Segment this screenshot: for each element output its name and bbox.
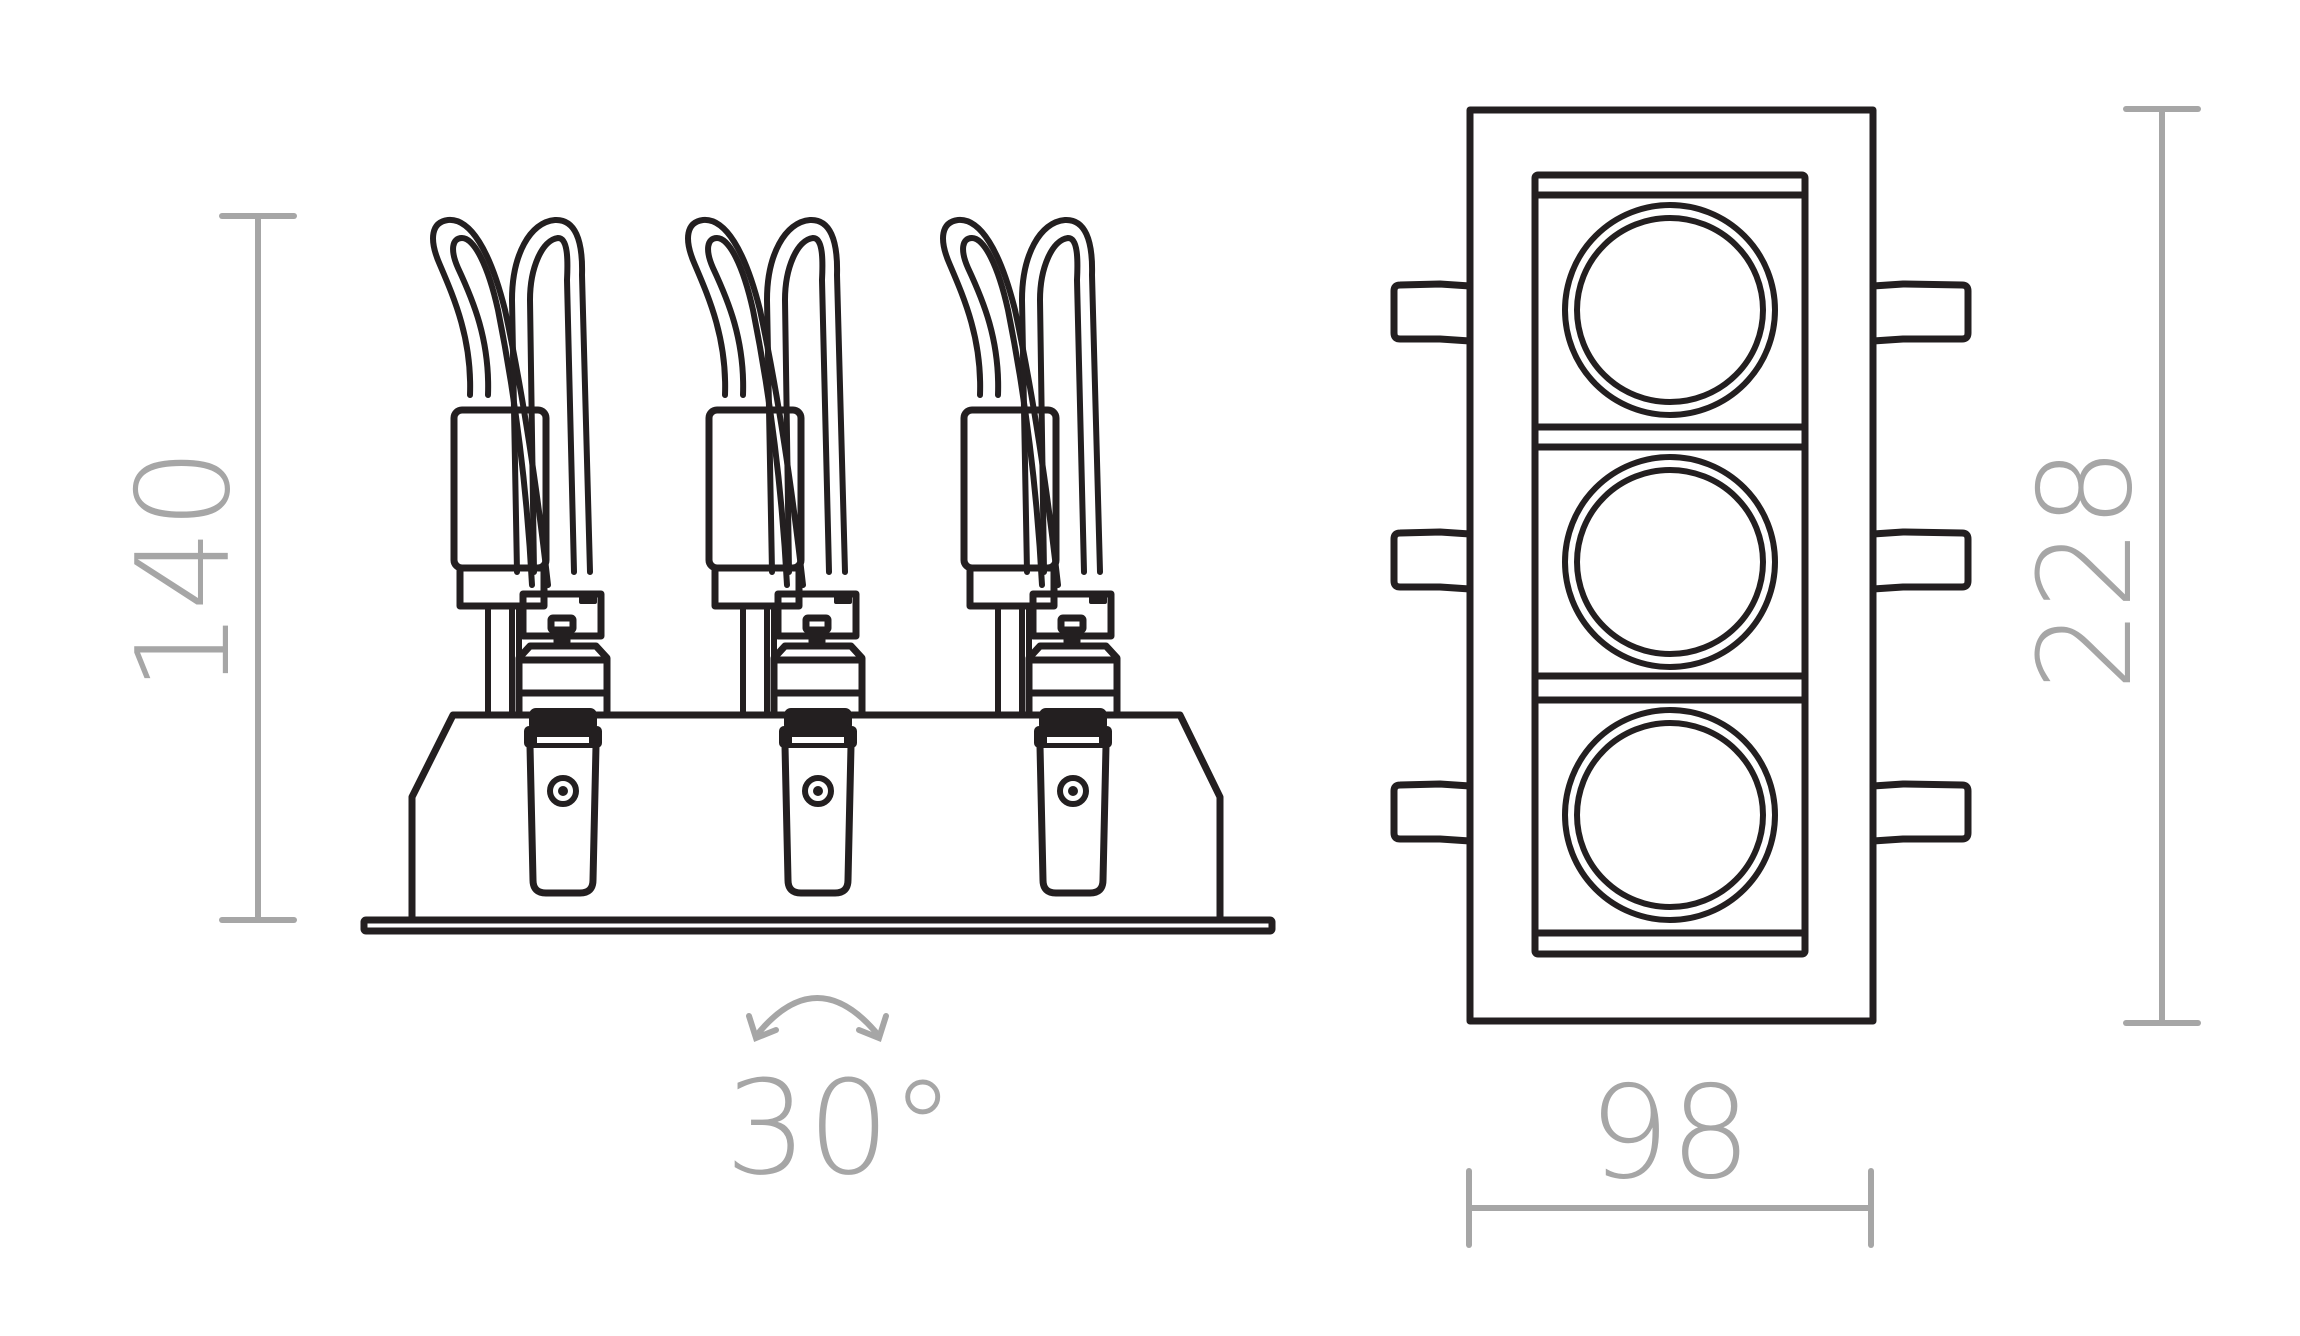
lens-icon [547, 775, 579, 807]
side-view: 140 [110, 213, 1276, 1204]
lamp-unit-3 [940, 216, 1121, 897]
wires-icon [430, 216, 593, 588]
mounting-tab [1869, 780, 1972, 845]
mounting-tab [1390, 528, 1474, 593]
mounting-tab [1869, 528, 1972, 593]
width-dimension: 98 [1466, 1059, 1874, 1248]
aperture-ring-icon [1562, 707, 1778, 923]
width-label: 98 [1589, 1059, 1752, 1208]
gimbal-cylinder [770, 642, 866, 718]
aperture-ring-icon [1562, 202, 1778, 418]
length-label: 228 [2012, 447, 2161, 691]
mounting-tabs [1390, 280, 1972, 845]
aperture-ring-icon [1562, 454, 1778, 670]
driver-base [456, 564, 548, 610]
lamp-head [1036, 742, 1110, 897]
driver-base [711, 564, 803, 610]
rotate-arrow-icon [753, 995, 882, 1039]
tilt-angle-label: 30° [725, 1052, 955, 1204]
mounting-tab [1869, 280, 1972, 345]
lens-icon [1057, 775, 1089, 807]
lamp-head [526, 742, 600, 897]
front-view: 98 228 [1390, 106, 2201, 1248]
outer-trim [1466, 106, 1877, 1025]
length-dimension: 228 [2012, 106, 2201, 1026]
mounting-tab [1390, 280, 1474, 345]
driver-base [966, 564, 1058, 610]
lamp-unit-2 [685, 216, 866, 897]
connector-block [519, 590, 605, 640]
tilt-angle-annotation: 30° [725, 995, 955, 1204]
connector-block [774, 590, 860, 640]
lamp-unit-1 [430, 216, 611, 897]
lamp-aperture-2 [1562, 454, 1778, 670]
trim-flange [360, 916, 1276, 935]
gimbal-cylinder [515, 642, 611, 718]
lens-icon [802, 775, 834, 807]
connector-block [1029, 590, 1115, 640]
wires-icon [940, 216, 1103, 588]
mounting-tab [1390, 780, 1474, 845]
height-dimension: 140 [110, 213, 297, 923]
gimbal-cylinder [1025, 642, 1121, 718]
height-label: 140 [110, 448, 259, 692]
inner-module-frame [1531, 171, 1809, 958]
lamp-head [781, 742, 855, 897]
lamp-aperture-3 [1562, 707, 1778, 923]
wires-icon [685, 216, 848, 588]
lamp-aperture-1 [1562, 202, 1778, 418]
